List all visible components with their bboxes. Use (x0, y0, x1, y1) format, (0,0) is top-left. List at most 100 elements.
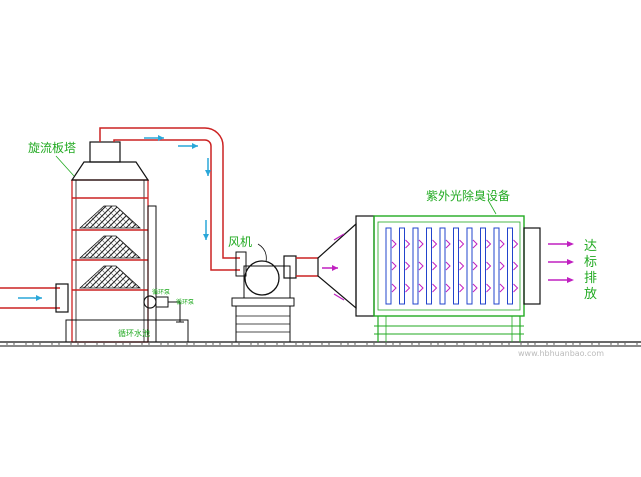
uv-lamp-tube (480, 227, 486, 305)
ground-dot (96, 343, 98, 345)
ground-dot (32, 343, 34, 345)
ground-dot (456, 343, 458, 345)
ground-dot (250, 343, 252, 345)
discharge-char-2: 标 (584, 255, 597, 270)
tower-label: 旋流板塔 (28, 141, 76, 155)
fan-outlet-duct (296, 222, 357, 310)
uv-flow-chevron (418, 283, 424, 293)
ground-dot (366, 343, 368, 345)
uv-flow-chevron (391, 239, 397, 249)
ground-dot (129, 343, 131, 345)
ground-dot (418, 343, 420, 345)
ground-dot (160, 343, 162, 345)
ground-dot (508, 343, 510, 345)
packing-layer-1 (78, 205, 142, 229)
ground-dot (354, 343, 356, 345)
packing-layer-2 (78, 235, 142, 259)
uv-flow-chevron (445, 283, 451, 293)
uv-flow-chevron (459, 283, 465, 293)
uv-lamp-tube (466, 227, 473, 305)
ground-dot (482, 343, 484, 345)
ground-dot (238, 343, 240, 345)
ground-dot (295, 343, 297, 345)
ground-dot (340, 343, 342, 345)
ground-dot (13, 343, 15, 345)
uv-flow-chevron (472, 239, 478, 249)
ground-dot (257, 343, 259, 345)
ground-dot (489, 343, 491, 345)
ground-dot (6, 343, 8, 345)
ground-dot (475, 343, 477, 345)
uv-lamp-tube (399, 227, 405, 305)
pool-label: 循环水池 (118, 328, 150, 338)
connecting-duct (99, 127, 240, 271)
ground-dot (534, 343, 536, 345)
uv-flow-chevron (472, 261, 478, 271)
discharge-char-1: 达 (584, 239, 597, 254)
ground-dot (193, 343, 195, 345)
ground-dot (167, 343, 169, 345)
uv-flow-chevron (432, 239, 438, 249)
ground-dot (463, 343, 465, 345)
ground-dot (444, 343, 446, 345)
inlet-duct (0, 283, 69, 313)
uv-flow-chevron (459, 261, 465, 271)
ground-dot (527, 343, 529, 345)
uv-flow-chevron (405, 283, 411, 293)
uv-flow-chevron (432, 283, 438, 293)
ground-dot (141, 343, 143, 345)
ground-dot (39, 343, 41, 345)
ground-dot (437, 343, 439, 345)
ground-dot (25, 343, 27, 345)
ground-dot (70, 343, 72, 345)
ground-dot (565, 343, 567, 345)
ground-dot (115, 343, 117, 345)
ground-dot (385, 343, 387, 345)
discharge-arrows (548, 241, 574, 283)
ground-dot (122, 343, 124, 345)
ground-dot (84, 343, 86, 345)
uv-flow-chevron (486, 239, 492, 249)
packing-layer-3 (78, 265, 142, 289)
ground-dot (321, 343, 323, 345)
ground-dot (572, 343, 574, 345)
ground-dot (636, 343, 638, 345)
ground-dot (148, 343, 150, 345)
ground-dot (624, 343, 626, 345)
discharge-label: 达 标 排 放 (584, 239, 597, 302)
circulation-pump (143, 295, 184, 323)
uv-flow-chevron (391, 283, 397, 293)
uv-flow-chevron (405, 239, 411, 249)
uv-flow-chevron (513, 261, 519, 271)
uv-lamp-tube (507, 227, 513, 305)
ground-dot (546, 343, 548, 345)
ground-dot (598, 343, 600, 345)
ground-dot (58, 343, 60, 345)
ground-dot (520, 343, 522, 345)
ground-dot (174, 343, 176, 345)
ground-dot (264, 343, 266, 345)
ground-dot (302, 343, 304, 345)
uv-flow-chevron (418, 239, 424, 249)
ground-dot (411, 343, 413, 345)
pump-label-b: 循环泵 (176, 298, 194, 306)
ground-dot (617, 343, 619, 345)
ground-dot (392, 343, 394, 345)
uv-flow-chevron (445, 239, 451, 249)
fan (231, 243, 297, 343)
ground-dot (219, 343, 221, 345)
ground-dot (399, 343, 401, 345)
ground-dot (103, 343, 105, 345)
ground-dot (591, 343, 593, 345)
uv-lamp-tube (439, 227, 446, 305)
uv-lamp-tube (412, 227, 419, 305)
ground-dot (553, 343, 555, 345)
uv-flow-chevron (499, 261, 505, 271)
discharge-char-3: 排 (584, 271, 597, 286)
ground-dot (430, 343, 432, 345)
ground-dot (579, 343, 581, 345)
watermark: www.hbhuanbao.com (518, 349, 604, 358)
ground-dot (77, 343, 79, 345)
ground-dot (51, 343, 53, 345)
